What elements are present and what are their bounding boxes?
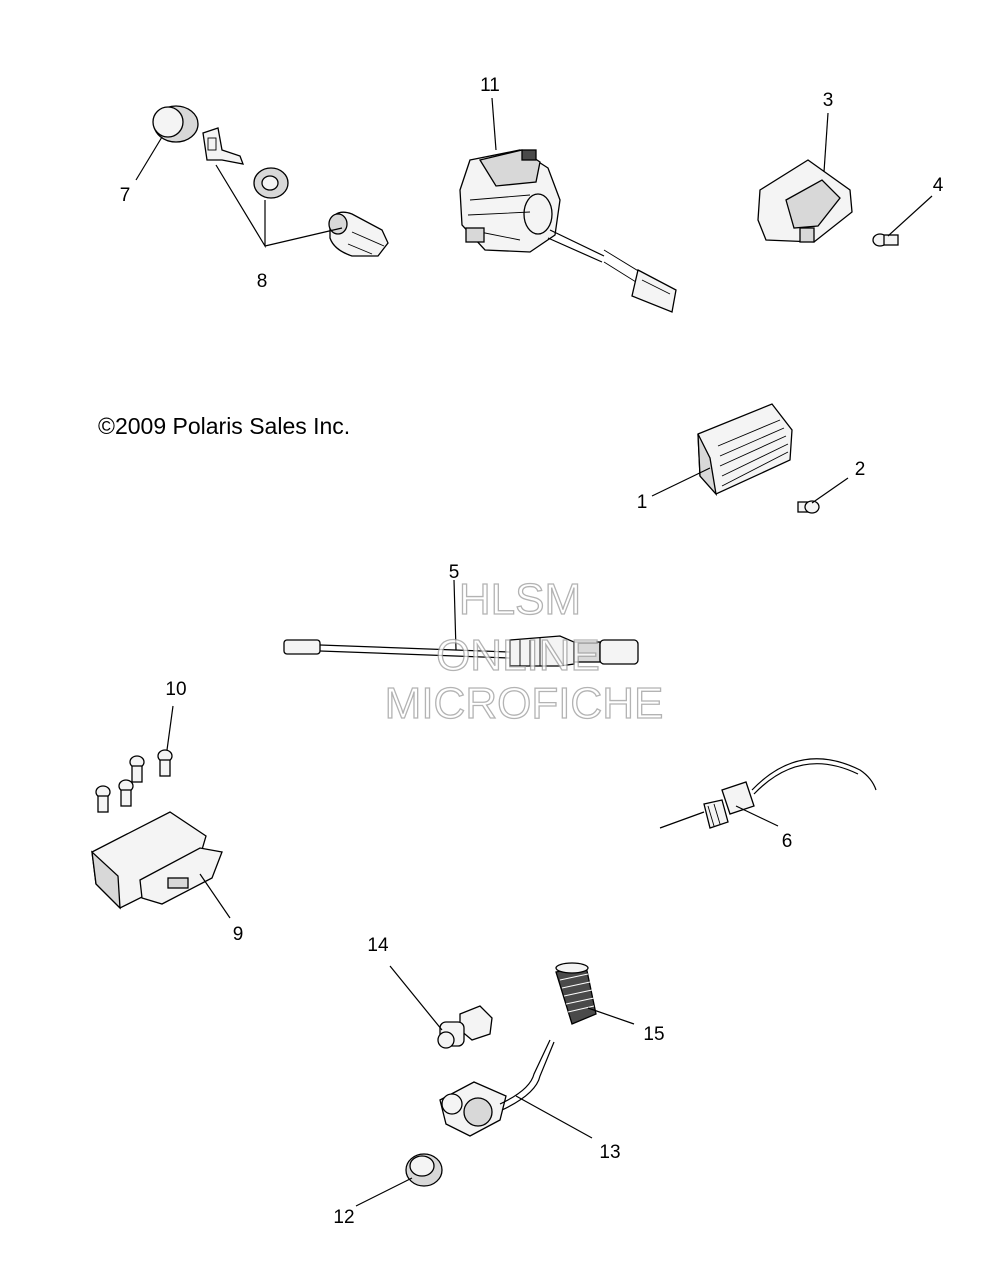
leader-2 <box>811 477 849 504</box>
copyright-text: ©2009 Polaris Sales Inc. <box>98 413 350 439</box>
part-8-nut[interactable] <box>253 167 289 199</box>
leader-9 <box>199 873 231 919</box>
part-10-screws[interactable] <box>95 749 173 813</box>
part-7-cap[interactable] <box>152 105 199 143</box>
leader-14 <box>389 965 443 1031</box>
callout-10: 10 <box>165 679 186 700</box>
callout-15: 15 <box>643 1024 664 1045</box>
callout-12: 12 <box>333 1207 354 1228</box>
leader-10 <box>166 705 174 751</box>
callout-1: 1 <box>637 492 648 513</box>
callout-11: 11 <box>480 75 500 96</box>
callout-2: 2 <box>855 459 866 480</box>
part-11-handlebar-switch[interactable] <box>459 149 677 313</box>
part-5-sensor-probe[interactable] <box>283 635 639 667</box>
part-3-module[interactable] <box>757 159 853 243</box>
part-4-screw[interactable] <box>872 233 899 247</box>
leader-6 <box>735 805 779 827</box>
part-13-speed-sensor[interactable] <box>439 1039 555 1137</box>
leader-7 <box>135 136 163 181</box>
part-8-key[interactable] <box>202 127 245 165</box>
callout-8: 8 <box>257 271 268 292</box>
leader-5 <box>453 579 457 651</box>
leader-12 <box>355 1177 413 1207</box>
part-8-ignition-switch[interactable] <box>328 211 389 257</box>
callout-7: 7 <box>120 185 131 206</box>
leader-13 <box>515 1095 593 1139</box>
callout-9: 9 <box>233 924 244 945</box>
leader-3 <box>823 112 829 173</box>
watermark: HLSM ONLINE MICROFICHE <box>384 574 664 728</box>
leader-4 <box>887 195 933 237</box>
part-2-screw[interactable] <box>797 500 820 514</box>
leader-15 <box>587 1007 635 1025</box>
watermark-line3: MICROFICHE <box>385 679 664 728</box>
callout-14: 14 <box>367 935 389 956</box>
callout-4: 4 <box>933 175 944 196</box>
part-12-plug[interactable] <box>405 1153 443 1187</box>
callout-6: 6 <box>782 831 793 852</box>
callout-5: 5 <box>449 562 460 583</box>
watermark-line1: HLSM <box>459 575 581 624</box>
part-14-bolt[interactable] <box>437 1005 493 1049</box>
part-15-spring[interactable] <box>555 962 597 1025</box>
watermark-line2: ONLINE <box>436 631 600 680</box>
leader-1 <box>651 467 711 497</box>
part-6-temp-sensor[interactable] <box>659 758 877 829</box>
callout-3: 3 <box>823 90 834 111</box>
part-9-relay[interactable] <box>91 811 223 910</box>
leader-11 <box>491 97 497 151</box>
callout-13: 13 <box>599 1142 620 1163</box>
part-1-regulator[interactable] <box>697 403 793 497</box>
